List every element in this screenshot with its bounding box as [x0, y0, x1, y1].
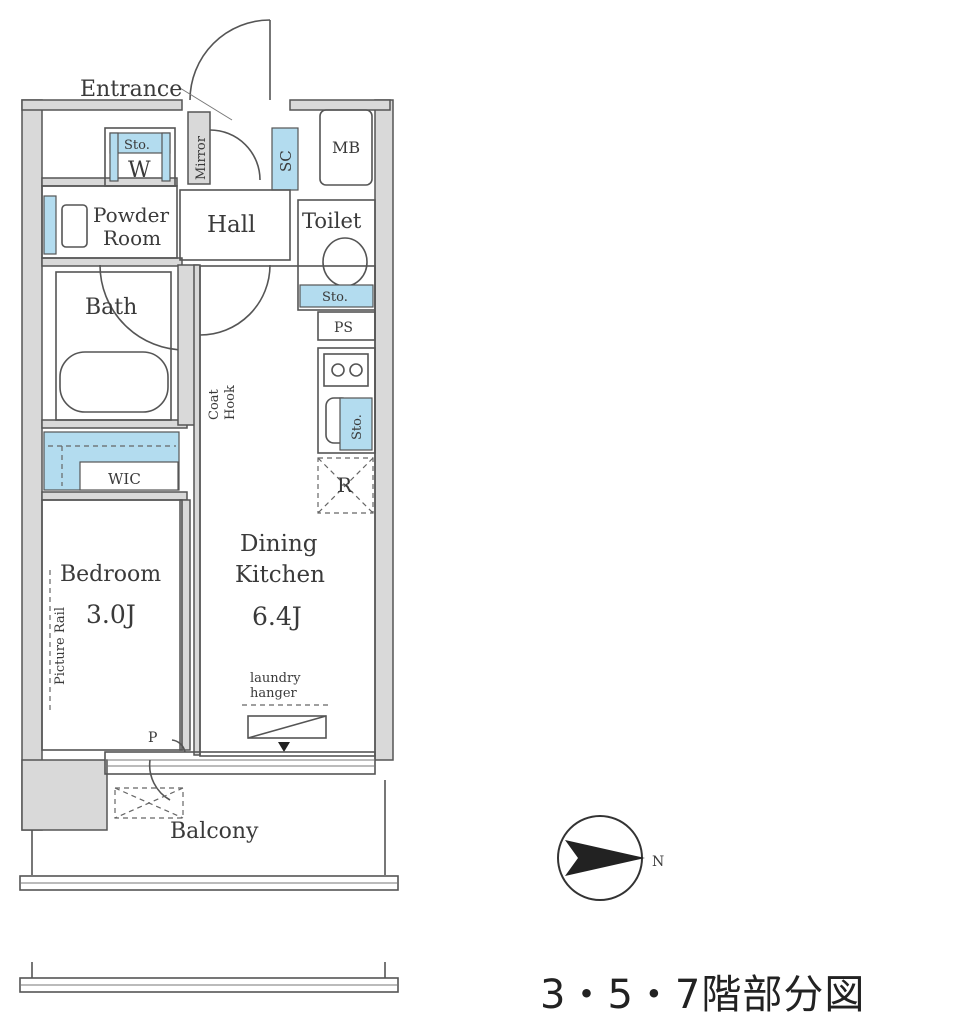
- powder-label-1: Powder: [93, 203, 169, 227]
- toilet-label: Toilet: [302, 209, 362, 233]
- balcony: [19, 780, 399, 891]
- mirror-label: Mirror: [194, 135, 209, 180]
- laundry-hanger: [242, 704, 330, 752]
- laundry-label-1: laundry: [250, 671, 301, 686]
- coat-hook-label-2: Hook: [223, 385, 238, 420]
- wic-label: WIC: [108, 470, 141, 488]
- kitchen-label: Kitchen: [235, 562, 325, 588]
- bedroom-label: Bedroom: [60, 562, 161, 587]
- outer-walls: [21, 99, 394, 831]
- ps-label: PS: [334, 320, 353, 336]
- entrance-door: [179, 19, 271, 121]
- bath-room: [55, 271, 172, 421]
- hall-door-arc: [209, 129, 261, 181]
- sc-label: SC: [277, 150, 295, 172]
- meter-box: [319, 109, 373, 186]
- sink-icon: [61, 204, 88, 248]
- balcony-label: Balcony: [170, 819, 259, 844]
- toilet-storage: [299, 284, 374, 308]
- laundry-label-2: hanger: [250, 686, 298, 701]
- kitchen-sto-label: Sto.: [350, 414, 365, 440]
- hanger-arrow-icon: [278, 742, 290, 752]
- mirror-panel: [187, 111, 211, 185]
- dk-door-arc: [199, 264, 271, 336]
- p-label: P: [148, 730, 157, 746]
- picture-rail-label: Picture Rail: [53, 607, 68, 685]
- mb-label: MB: [332, 138, 360, 157]
- storage-w-sto-label: Sto.: [124, 138, 150, 153]
- bathtub-icon: [59, 351, 169, 413]
- toilet-sto-label: Sto.: [322, 290, 348, 305]
- bath-door-arc: [99, 264, 186, 351]
- entrance-label: Entrance: [80, 77, 182, 102]
- bath-label: Bath: [85, 295, 137, 320]
- hall-label: Hall: [207, 212, 255, 238]
- dining-label: Dining: [240, 531, 318, 557]
- bedroom-size-label: 3.0J: [86, 600, 136, 629]
- toilet-room: [297, 199, 376, 311]
- coat-hook-label-1: Coat: [207, 388, 222, 420]
- refrigerator-label: R: [337, 473, 353, 497]
- kitchen-counter: [317, 347, 376, 454]
- shoe-cabinet: [271, 127, 299, 191]
- balcony-windows: [104, 739, 376, 801]
- powder-room: [41, 185, 178, 259]
- hall: [179, 189, 291, 261]
- toilet-icon: [322, 237, 368, 287]
- north-arrow-icon: [557, 815, 645, 901]
- storage-w-label: W: [128, 158, 151, 183]
- lower-balcony: [19, 962, 399, 993]
- dining-size-label: 6.4J: [252, 602, 302, 631]
- refrigerator-space: [317, 457, 374, 514]
- north-label: N: [652, 854, 664, 870]
- floor-note: 3・5・7階部分図: [540, 972, 866, 1018]
- dining-kitchen: [199, 265, 376, 757]
- powder-label-2: Room: [103, 226, 161, 250]
- bedroom: [41, 499, 183, 751]
